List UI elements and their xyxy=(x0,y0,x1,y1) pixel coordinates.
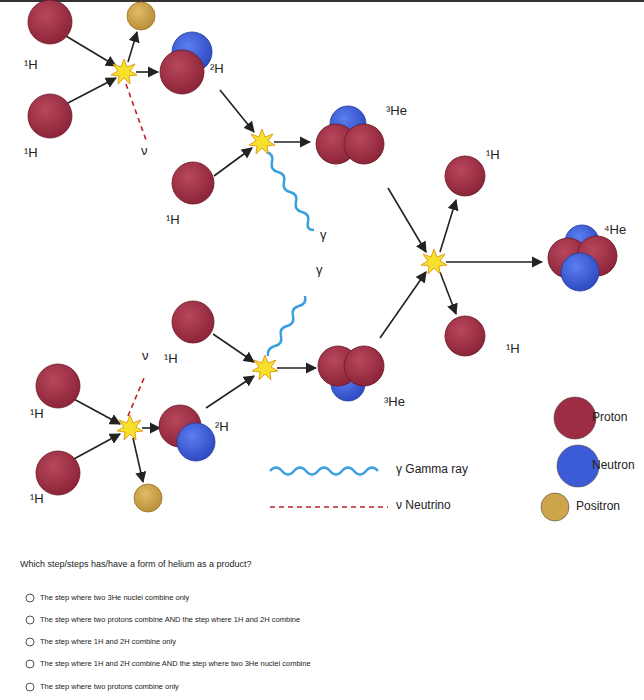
neutrino-symbol: ν xyxy=(142,349,149,363)
answer-option: The step where 1H and 2H combine AND the… xyxy=(40,660,311,668)
isotope-label: ³He xyxy=(386,104,407,118)
legend-swatch xyxy=(554,397,596,439)
legend-text: ν Neutrino xyxy=(396,499,451,512)
neutrino-symbol: ν xyxy=(141,144,148,158)
answer-option: The step where two protons combine AND t… xyxy=(40,616,300,624)
isotope-label: ²H xyxy=(210,62,224,76)
gamma-symbol: γ xyxy=(320,228,327,242)
question-text: Which step/steps has/have a form of heli… xyxy=(20,560,252,570)
legend-text: Neutron xyxy=(592,459,635,472)
legend-swatch xyxy=(541,493,569,521)
isotope-label: ⁴He xyxy=(604,223,626,237)
isotope-label: ¹H xyxy=(24,146,38,160)
isotope-label: ¹H xyxy=(24,58,38,72)
isotope-label: ¹H xyxy=(486,148,500,162)
answer-option: The step where two protons combine only xyxy=(40,683,179,691)
legend-text: γ Gamma ray xyxy=(396,463,468,476)
answer-option: The step where two 3He nuclei combine on… xyxy=(40,594,189,602)
isotope-label: ¹H xyxy=(166,213,180,227)
isotope-label: ¹H xyxy=(506,342,520,356)
isotope-label: ¹H xyxy=(30,492,44,506)
isotope-label: ²H xyxy=(215,420,229,434)
legend-text: Positron xyxy=(576,500,620,513)
isotope-label: ³He xyxy=(384,395,405,409)
isotope-label: ¹H xyxy=(30,407,44,421)
isotope-label: ¹H xyxy=(164,352,178,366)
answer-option: The step where 1H and 2H combine only xyxy=(40,638,176,646)
legend-text: Proton xyxy=(592,411,627,424)
gamma-symbol: γ xyxy=(316,263,323,277)
